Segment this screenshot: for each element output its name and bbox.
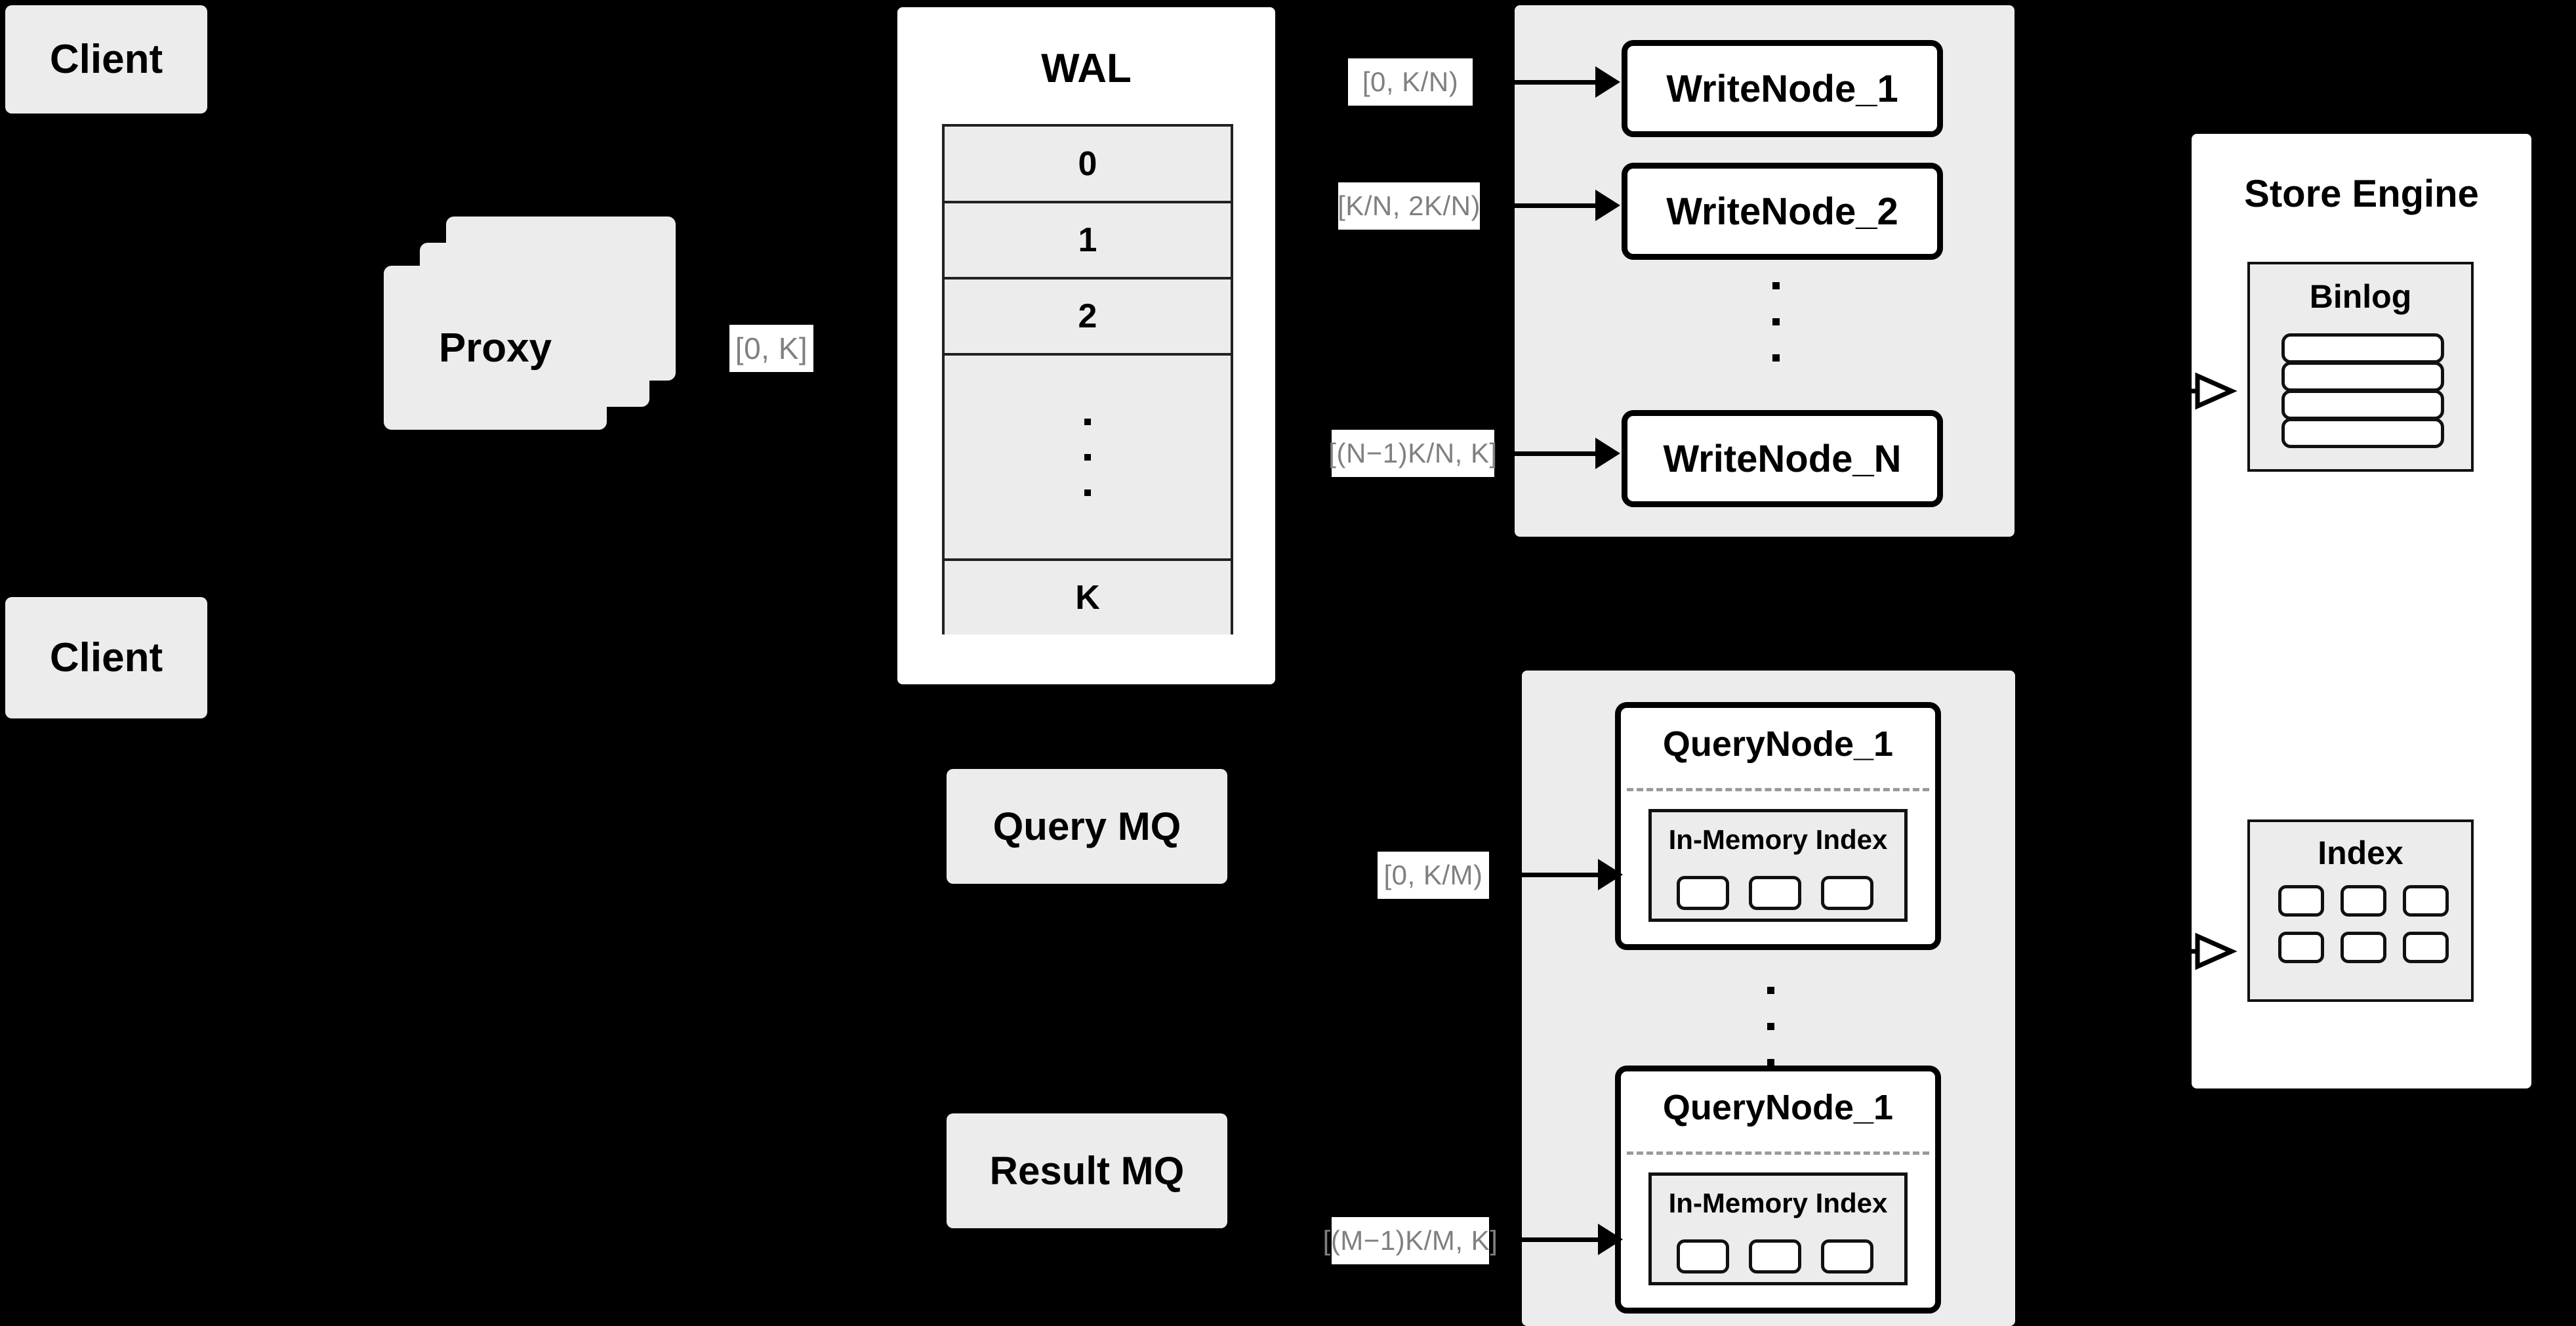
index-segment[interactable]	[1677, 1239, 1729, 1274]
index-cell[interactable]	[2341, 885, 2386, 917]
range-label-querynode-1: [0, K/M)	[1378, 852, 1489, 899]
result-mq-box[interactable]: Result MQ	[947, 1113, 1227, 1228]
write-node-panel: WriteNode_1 WriteNode_2 WriteNode_N	[1515, 5, 2014, 537]
query-node-title: QueryNode_1	[1662, 724, 1894, 764]
binlog-row[interactable]	[2281, 390, 2444, 420]
index-segment[interactable]	[1821, 1239, 1873, 1274]
query-node-ellipsis	[1767, 987, 1774, 1066]
query-node-divider	[1627, 788, 1929, 791]
index-segment[interactable]	[1749, 876, 1801, 910]
range-label-querynode-m: [(M−1)K/M, K]	[1323, 1217, 1498, 1264]
result-mq-label: Result MQ	[989, 1149, 1185, 1193]
range-label-proxy-to-wal: [0, K]	[729, 325, 813, 372]
query-node-title: QueryNode_1	[1662, 1088, 1894, 1127]
store-engine-panel: Store Engine Binlog Index	[2188, 130, 2535, 1092]
binlog-row[interactable]	[2281, 418, 2444, 448]
proxy-label: Proxy	[438, 325, 552, 371]
write-node-label: WriteNode_2	[1666, 190, 1898, 233]
range-label-writenode-n: [(N−1)K/N, K]	[1328, 430, 1497, 477]
wal-row: 0	[945, 127, 1231, 203]
wal-row: 1	[945, 203, 1231, 280]
binlog-row[interactable]	[2281, 362, 2444, 392]
binlog-box: Binlog	[2247, 262, 2474, 472]
index-cell[interactable]	[2341, 932, 2386, 963]
binlog-title: Binlog	[2309, 278, 2412, 315]
arrow-head-writenode-n	[1595, 438, 1620, 469]
index-cell[interactable]	[2278, 932, 2324, 963]
write-node-2[interactable]: WriteNode_2	[1622, 163, 1943, 260]
proxy-box[interactable]: Proxy	[384, 266, 607, 430]
index-box: Index	[2247, 819, 2474, 1002]
store-engine-title: Store Engine	[2244, 173, 2479, 215]
arrow-head-writenode-2	[1595, 190, 1620, 221]
client-box-1[interactable]: Client	[5, 5, 207, 114]
arrow-line-querynode-m	[1522, 1237, 1602, 1242]
range-label-writenode-1: [0, K/N)	[1348, 58, 1473, 106]
index-segment[interactable]	[1749, 1239, 1801, 1274]
wal-row-ellipsis	[945, 356, 1231, 561]
index-cell[interactable]	[2278, 885, 2324, 917]
arrow-line-writenode-n	[1515, 451, 1600, 456]
wal-table: 0 1 2 K	[942, 124, 1233, 634]
wal-title: WAL	[1041, 46, 1132, 91]
query-node-m[interactable]: QueryNode_1 In-Memory Index	[1615, 1066, 1941, 1314]
range-label-writenode-2: [K/N, 2K/N)	[1338, 182, 1480, 230]
arrow-line-querynode-1	[1522, 873, 1602, 877]
query-node-1[interactable]: QueryNode_1 In-Memory Index	[1615, 702, 1941, 950]
wal-panel: WAL 0 1 2 K	[893, 3, 1279, 688]
write-node-ellipsis	[1772, 282, 1780, 362]
index-title: Index	[2318, 835, 2403, 871]
in-memory-index-box: In-Memory Index	[1648, 809, 1908, 922]
index-cell[interactable]	[2403, 932, 2449, 963]
arrow-to-index	[2158, 928, 2243, 975]
arrow-to-binlog	[2158, 367, 2243, 415]
client-box-2[interactable]: Client	[5, 597, 207, 718]
binlog-row[interactable]	[2281, 333, 2444, 363]
in-memory-index-title: In-Memory Index	[1668, 1188, 1888, 1218]
index-segment[interactable]	[1677, 876, 1729, 910]
index-cell[interactable]	[2403, 885, 2449, 917]
client-label: Client	[49, 37, 163, 82]
arrow-head-writenode-1	[1595, 66, 1620, 98]
write-node-1[interactable]: WriteNode_1	[1622, 40, 1943, 137]
index-segment[interactable]	[1821, 876, 1873, 910]
write-node-label: WriteNode_1	[1666, 67, 1898, 110]
wal-row: K	[945, 561, 1231, 634]
in-memory-index-box: In-Memory Index	[1648, 1172, 1908, 1285]
query-node-divider	[1627, 1151, 1929, 1155]
query-mq-label: Query MQ	[992, 804, 1181, 848]
in-memory-index-title: In-Memory Index	[1668, 824, 1888, 855]
arrow-head-querynode-1	[1598, 859, 1623, 890]
query-node-panel: QueryNode_1 In-Memory Index QueryNode_1	[1522, 671, 2015, 1326]
arrow-line-writenode-1	[1515, 80, 1600, 85]
arrow-head-querynode-m	[1598, 1224, 1623, 1255]
write-node-n[interactable]: WriteNode_N	[1622, 410, 1943, 507]
wal-row: 2	[945, 280, 1231, 356]
write-node-label: WriteNode_N	[1663, 437, 1902, 480]
client-label: Client	[49, 635, 163, 680]
query-mq-box[interactable]: Query MQ	[947, 769, 1227, 884]
arrow-line-writenode-2	[1515, 203, 1600, 208]
